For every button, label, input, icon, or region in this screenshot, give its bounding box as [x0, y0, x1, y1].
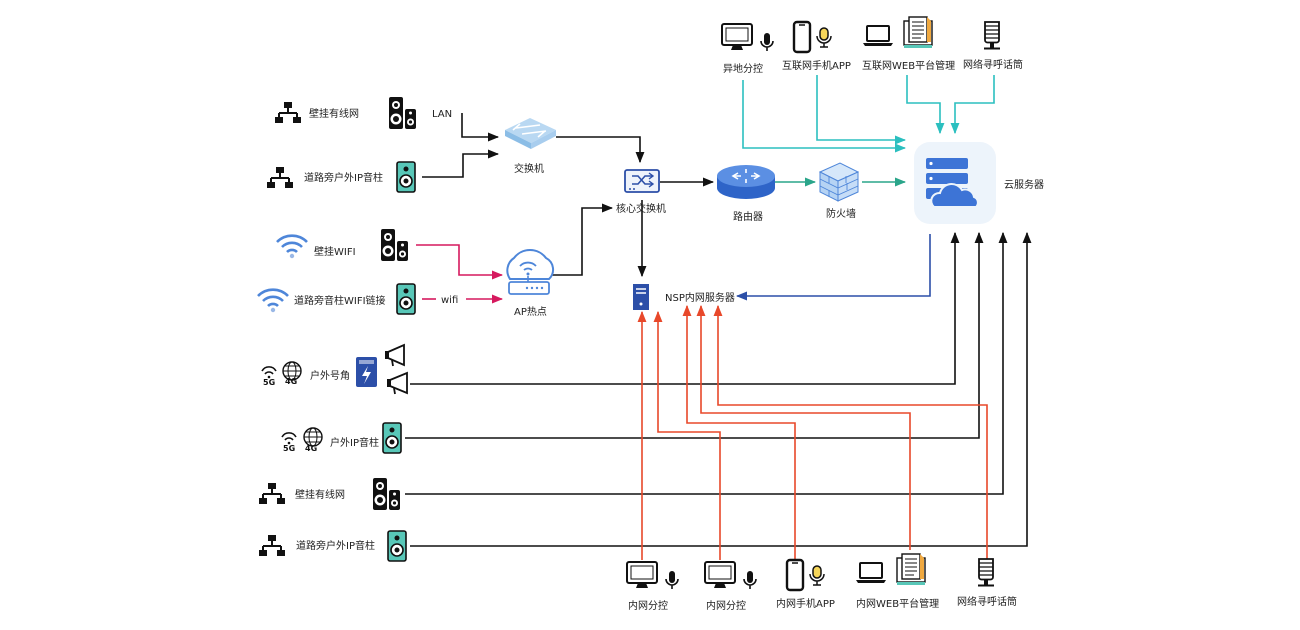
- label-wall-wired-bottom: 壁挂有线网: [295, 488, 345, 501]
- label-internet-app: 互联网手机APP: [782, 59, 851, 72]
- line-horn-to-cloud: [410, 231, 960, 385]
- monitor-icon: [721, 23, 753, 51]
- label-bottom-paging-mic: 网络寻呼话筒: [957, 595, 1017, 608]
- globe-icon: [282, 361, 302, 381]
- router-icon: [717, 165, 775, 199]
- badge-4g: 4G: [285, 377, 297, 386]
- phone-icon: [792, 20, 812, 54]
- label-cloud: 云服务器: [1004, 178, 1044, 191]
- microphone-icon: [760, 32, 774, 52]
- outdoor-speaker-icon: [387, 530, 407, 562]
- phone-icon: [785, 558, 805, 592]
- badge-5g: 5G: [283, 444, 295, 453]
- cloud-server-icon: [914, 142, 996, 224]
- horn-icon: [387, 371, 408, 395]
- 5g-signal-icon: [261, 366, 277, 379]
- ap-cloud-icon: [506, 249, 555, 295]
- firewall-icon: [818, 162, 860, 202]
- line-road-ip-bottom-to-cloud: [410, 231, 1032, 547]
- line-web-to-cloud: [906, 75, 945, 135]
- network-switch-icon: [505, 118, 556, 149]
- monitor-icon: [704, 561, 736, 589]
- microphone-icon: [816, 27, 832, 48]
- document-icon: [903, 16, 933, 49]
- paging-mic-icon: [977, 558, 995, 587]
- globe-icon: [303, 427, 323, 447]
- line-lan-to-switch: [461, 113, 500, 142]
- line-ap-to-core: [550, 203, 614, 276]
- laptop-icon: [855, 562, 887, 584]
- line-wall-wifi-to-ap: [416, 244, 504, 280]
- line-mic-to-cloud: [950, 75, 995, 135]
- document-icon: [896, 553, 926, 586]
- speaker-icon: [381, 229, 408, 261]
- line-remote-to-cloud: [742, 80, 907, 153]
- wifi-icon: [275, 234, 309, 260]
- label-ap: AP热点: [514, 305, 547, 318]
- line-outdoor-ip-to-cloud: [405, 231, 984, 439]
- label-router: 路由器: [733, 210, 763, 223]
- paging-mic-icon: [983, 21, 1001, 50]
- laptop-icon: [862, 25, 894, 47]
- label-wall-wifi: 壁挂WIFI: [314, 245, 356, 258]
- line-app-to-nsp: [682, 304, 796, 560]
- label-switch: 交换机: [514, 162, 544, 175]
- label-internet-web: 互联网WEB平台管理: [862, 59, 955, 72]
- label-wifi: wifi: [441, 295, 458, 306]
- line-mic-to-nsp: [713, 304, 988, 560]
- label-firewall: 防火墙: [826, 207, 856, 220]
- line-web-to-nsp: [696, 304, 911, 550]
- label-top-paging-mic: 网络寻呼话筒: [963, 58, 1023, 71]
- outdoor-speaker-icon: [396, 283, 416, 315]
- line-app-to-cloud: [816, 75, 907, 145]
- speaker-icon: [389, 97, 416, 129]
- monitor-icon: [626, 561, 658, 589]
- line-cloud-to-nsp: [735, 234, 931, 301]
- power-box-icon: [356, 357, 377, 387]
- label-road-ip-bottom: 道路旁户外IP音柱: [296, 539, 375, 552]
- lan-icon: [258, 482, 286, 505]
- server-icon: [633, 284, 649, 310]
- label-intranet-web: 内网WEB平台管理: [856, 597, 939, 610]
- label-outdoor-horn: 户外号角: [310, 369, 350, 382]
- wifi-icon: [256, 288, 290, 314]
- label-intranet-control-1: 内网分控: [628, 599, 668, 612]
- horn-icon: [385, 343, 405, 367]
- label-intranet-app: 内网手机APP: [776, 597, 835, 610]
- badge-5g: 5G: [263, 378, 275, 387]
- core-switch-icon: [624, 169, 660, 193]
- label-road-wifi: 道路旁音柱WIFI链接: [294, 294, 386, 307]
- line-road-ip-to-switch: [422, 149, 500, 178]
- 5g-signal-icon: [281, 432, 297, 445]
- label-remote-control: 异地分控: [723, 62, 763, 75]
- line-switch-to-core: [556, 136, 645, 164]
- speaker-icon: [373, 478, 400, 510]
- outdoor-speaker-icon: [382, 422, 402, 454]
- lan-icon: [266, 166, 294, 189]
- label-intranet-control-2: 内网分控: [706, 599, 746, 612]
- label-nsp: NSP内网服务器: [665, 291, 735, 304]
- microphone-icon: [743, 570, 757, 590]
- badge-4g: 4G: [305, 444, 317, 453]
- line-ctrl2-to-nsp: [653, 310, 721, 560]
- microphone-icon: [809, 565, 825, 586]
- label-road-ip-top: 道路旁户外IP音柱: [304, 171, 383, 184]
- label-lan: LAN: [432, 109, 452, 120]
- label-wall-wired-top: 壁挂有线网: [309, 107, 359, 120]
- lan-icon: [258, 534, 286, 557]
- line-wall-wired-to-cloud: [405, 231, 1008, 495]
- lan-icon: [274, 101, 302, 124]
- microphone-icon: [665, 570, 679, 590]
- label-outdoor-ip: 户外IP音柱: [330, 436, 379, 449]
- label-core-switch: 核心交换机: [616, 202, 666, 215]
- outdoor-speaker-icon: [396, 161, 416, 193]
- connections: [405, 75, 1032, 560]
